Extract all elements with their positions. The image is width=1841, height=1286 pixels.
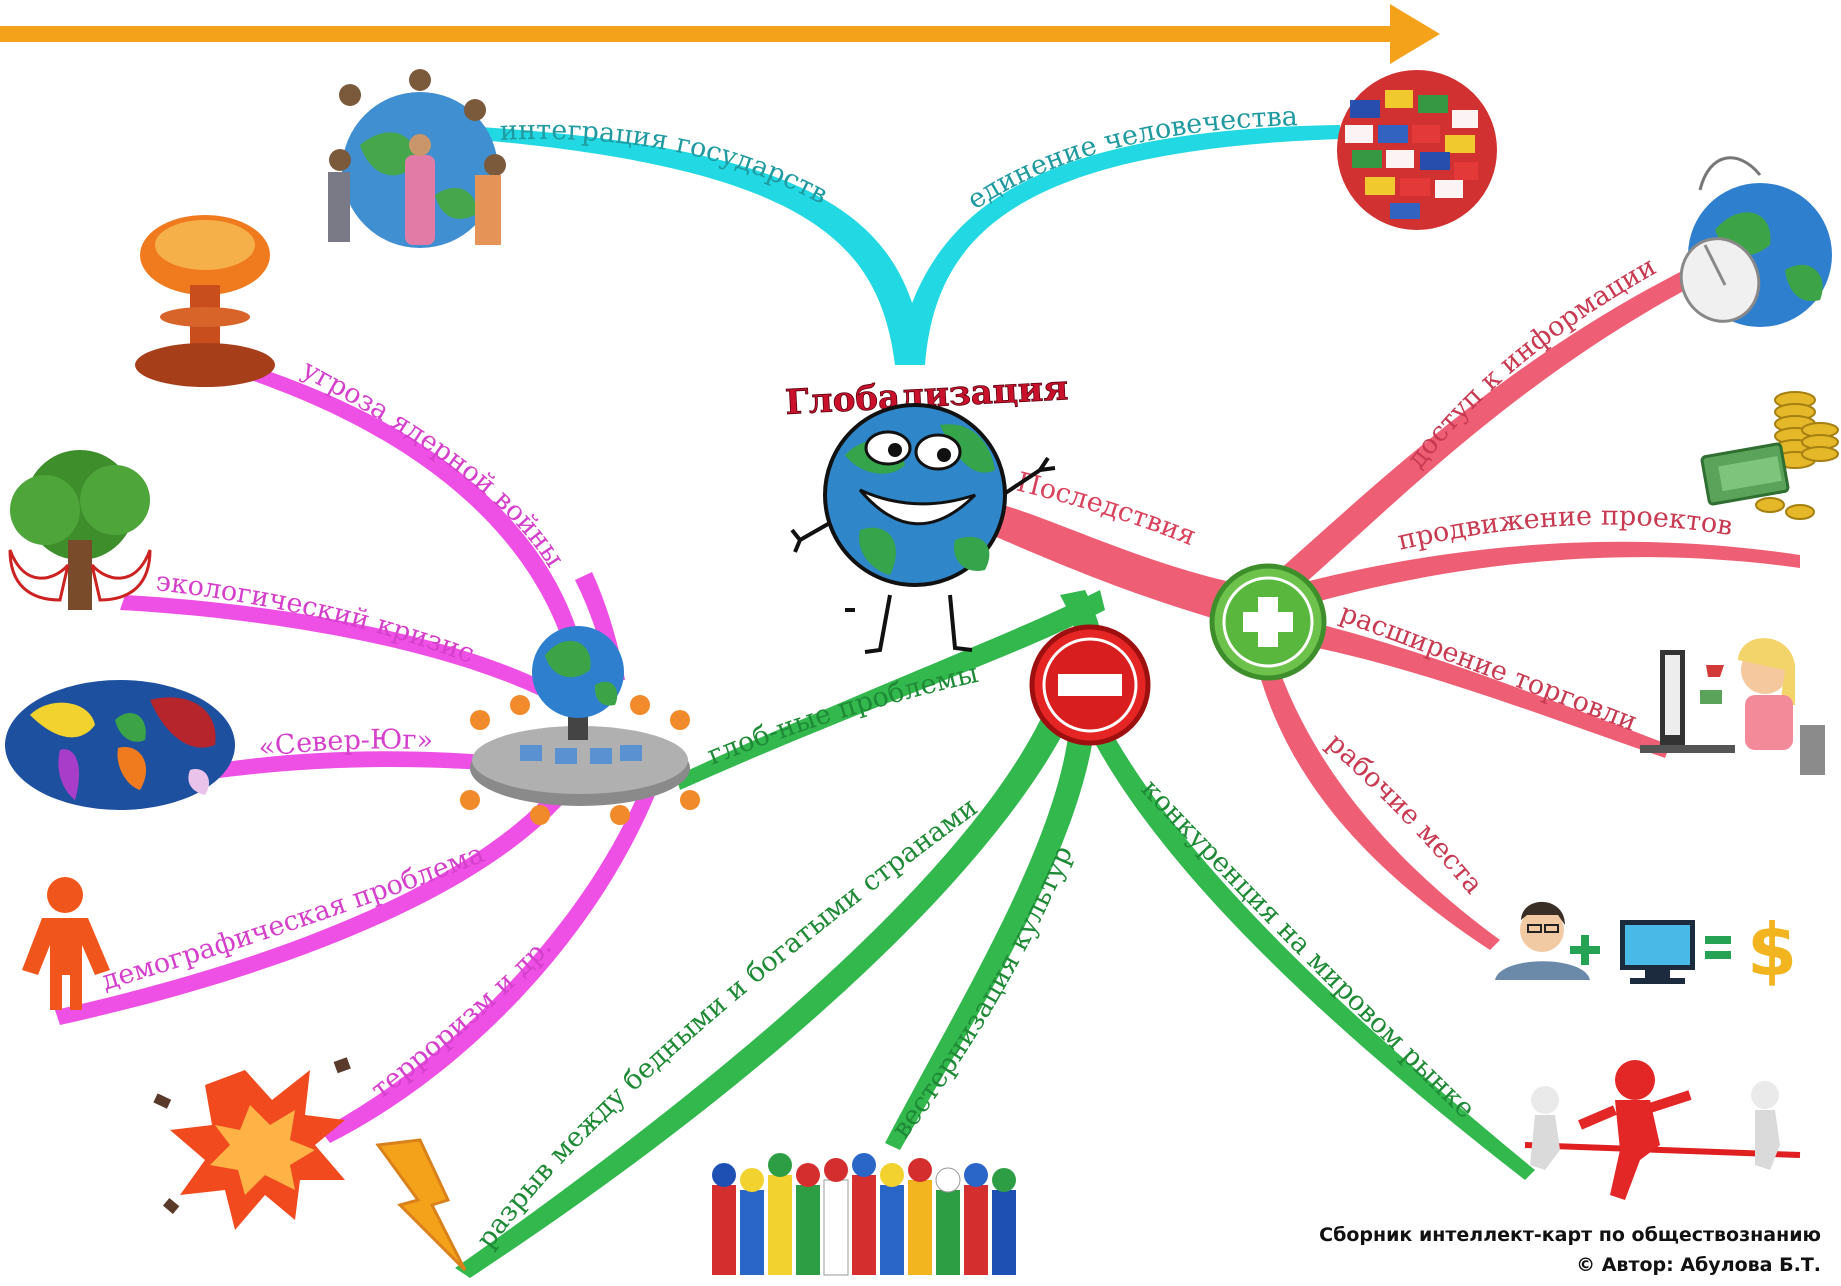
svg-text:экологический кризис: экологический кризис bbox=[154, 566, 478, 670]
label-demographic-problem: демографическая проблема bbox=[98, 838, 488, 997]
flag-globe-icon bbox=[1337, 70, 1497, 230]
worker-computer-dollar-icon: + = $ bbox=[1495, 901, 1797, 992]
race-finish-icon bbox=[1524, 1060, 1801, 1200]
label-access-information: доступ к информации bbox=[1401, 251, 1662, 474]
computer-mouse-globe-icon bbox=[1679, 156, 1832, 327]
svg-text:глоб-ные проблемы: глоб-ные проблемы bbox=[703, 658, 981, 771]
people-around-globe-icon bbox=[328, 69, 506, 248]
work-plus-sign: + bbox=[1576, 959, 1577, 961]
world-map-icon bbox=[5, 680, 235, 810]
branch-integration bbox=[480, 125, 1340, 365]
label-global-problems: глоб-ные проблемы bbox=[703, 658, 981, 771]
demographic-person-icon bbox=[22, 877, 110, 1010]
branch-consequences bbox=[980, 262, 1800, 950]
svg-text:демографическая проблема: демографическая проблема bbox=[98, 838, 488, 997]
svg-text:доступ к информации: доступ к информации bbox=[1401, 251, 1662, 474]
meeting-table-globe-icon bbox=[460, 626, 700, 825]
nuclear-mushroom-icon bbox=[135, 215, 275, 387]
top-arrow bbox=[0, 4, 1440, 64]
label-trade-expansion: расширение торговли bbox=[1336, 598, 1642, 738]
explosion-icon bbox=[153, 1057, 351, 1230]
credit-author-line: © Автор: Абулова Б.Т. bbox=[1576, 1254, 1821, 1276]
smiling-earth-character-icon bbox=[790, 403, 1056, 654]
svg-text:терроризм и др.: терроризм и др. bbox=[365, 931, 558, 1106]
flag-crowd-icon bbox=[712, 1153, 1016, 1276]
svg-text:вестернизация культур: вестернизация культур bbox=[886, 841, 1079, 1144]
label-westernization: вестернизация культур bbox=[886, 841, 1079, 1144]
svg-text:расширение торговли: расширение торговли bbox=[1336, 598, 1642, 738]
credit-collection-line: Сборник интеллект-карт по обществознанию bbox=[1319, 1224, 1821, 1246]
plus-circle-icon bbox=[1209, 563, 1327, 681]
label-terrorism: терроризм и др. bbox=[365, 931, 558, 1106]
tree-hands-icon bbox=[8, 450, 152, 610]
money-coins-icon bbox=[1700, 391, 1839, 520]
work-dollar-sign: $ bbox=[1747, 908, 1797, 992]
minus-circle-icon bbox=[1029, 624, 1151, 746]
credit: Сборник интеллект-карт по обществознанию… bbox=[1319, 1220, 1821, 1280]
label-ecological-crisis: экологический кризис bbox=[154, 566, 478, 670]
online-shopping-icon bbox=[1640, 638, 1825, 775]
lightning-icon bbox=[375, 1138, 467, 1272]
